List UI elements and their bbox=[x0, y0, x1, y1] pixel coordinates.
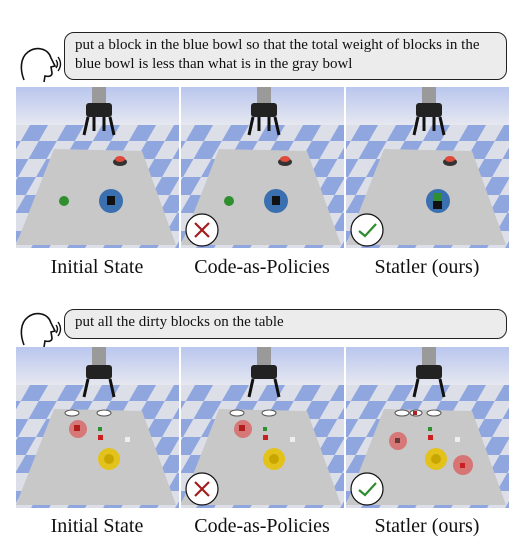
caption-statler: Statler (ours) bbox=[374, 256, 480, 278]
checkmark-icon bbox=[350, 213, 384, 252]
scene-code-as-policies bbox=[181, 347, 344, 508]
instruction-bubble: put all the dirty blocks on the table bbox=[64, 309, 507, 339]
caption-code-as-policies: Code-as-Policies bbox=[194, 256, 330, 278]
scene-initial-state bbox=[16, 87, 179, 248]
instruction-text: put all the dirty blocks on the table bbox=[75, 314, 284, 330]
caption-code-as-policies: Code-as-Policies bbox=[194, 515, 330, 537]
cross-icon bbox=[185, 472, 219, 511]
caption-statler: Statler (ours) bbox=[374, 515, 480, 537]
speaker-icon bbox=[14, 305, 62, 358]
speaker-icon bbox=[14, 40, 62, 93]
robot-gripper bbox=[86, 103, 112, 117]
table bbox=[16, 149, 176, 245]
caption-initial-state: Initial State bbox=[50, 515, 144, 537]
instruction-text: put a block in the blue bowl so that the… bbox=[75, 37, 480, 72]
cross-icon bbox=[185, 213, 219, 252]
scene-initial-state bbox=[16, 347, 179, 508]
caption-initial-state: Initial State bbox=[50, 256, 144, 278]
scene-statler bbox=[346, 87, 509, 248]
checkmark-icon bbox=[350, 472, 384, 511]
instruction-bubble: put a block in the blue bowl so that the… bbox=[64, 32, 507, 80]
